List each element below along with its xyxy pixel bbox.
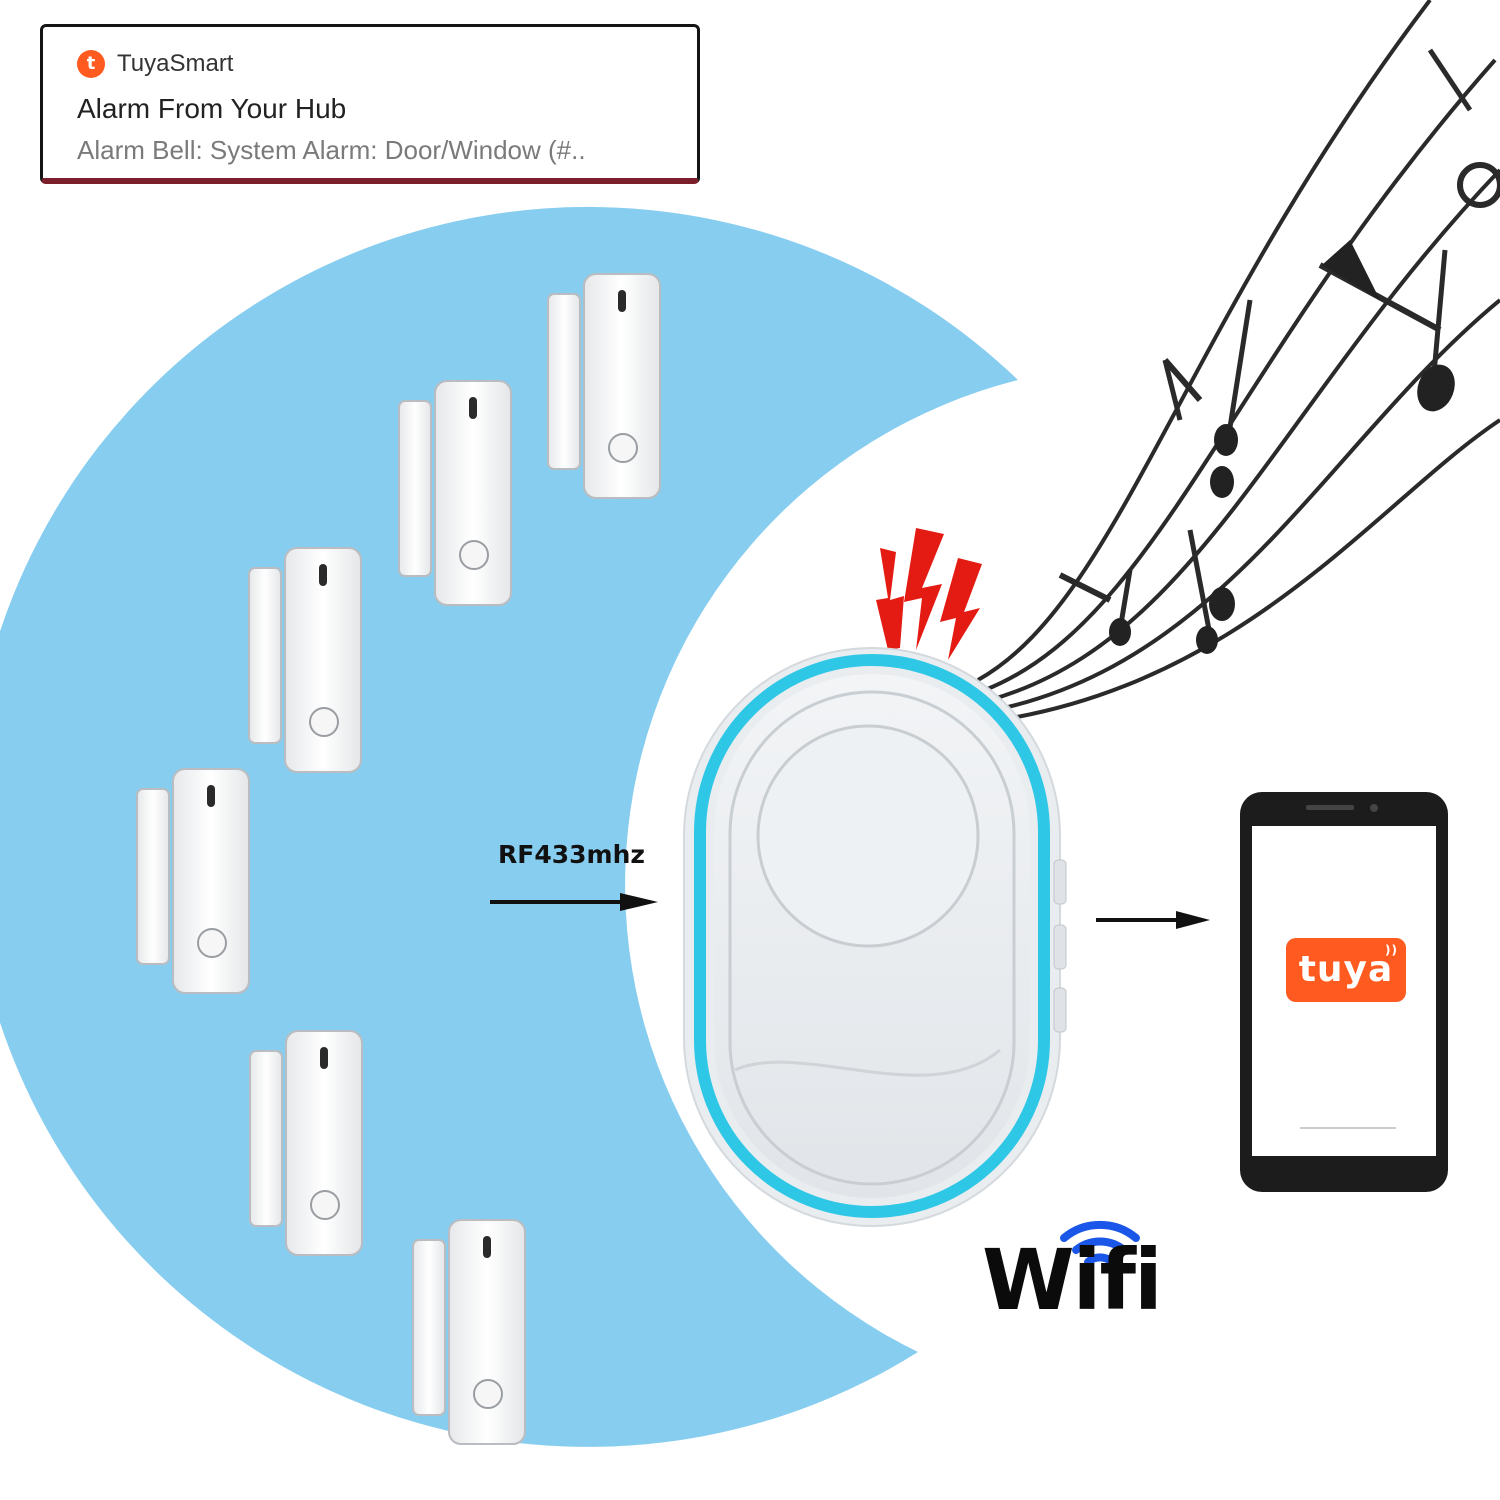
notification-app-name: TuyaSmart <box>117 50 234 77</box>
tuya-app-logo[interactable]: tuya )) <box>1286 938 1406 1002</box>
rf-frequency-label: RF433mhz <box>498 840 645 869</box>
notification-app-row: t TuyaSmart <box>77 49 233 79</box>
arrow-right-icon <box>1096 911 1210 929</box>
tuya-logo-text: tuya <box>1298 949 1394 990</box>
notification-title: Alarm From Your Hub <box>77 93 347 124</box>
door-window-sensor-icon <box>547 273 661 499</box>
music-note-heads <box>1109 240 1455 654</box>
door-window-sensor-icon <box>136 768 250 994</box>
arrow-right-icon <box>490 893 658 911</box>
wifi-label: Wifi <box>982 1231 1163 1329</box>
alarm-hub-icon <box>683 647 1067 1227</box>
lightning-icon <box>876 528 982 660</box>
door-window-sensor-icon <box>412 1219 526 1445</box>
music-notes-icon <box>977 0 1500 722</box>
wifi-mini-icon: )) <box>1385 943 1398 957</box>
door-window-sensor-icon <box>249 1030 363 1256</box>
door-window-sensor-icon <box>248 547 362 773</box>
tuya-app-icon: t <box>77 50 105 78</box>
push-notification-card[interactable]: t TuyaSmart Alarm From Your Hub Alarm Be… <box>40 24 700 184</box>
wifi-signal-icon <box>1060 1220 1140 1266</box>
notification-body: Alarm Bell: System Alarm: Door/Window (#… <box>77 135 586 165</box>
door-window-sensor-icon <box>398 380 512 606</box>
